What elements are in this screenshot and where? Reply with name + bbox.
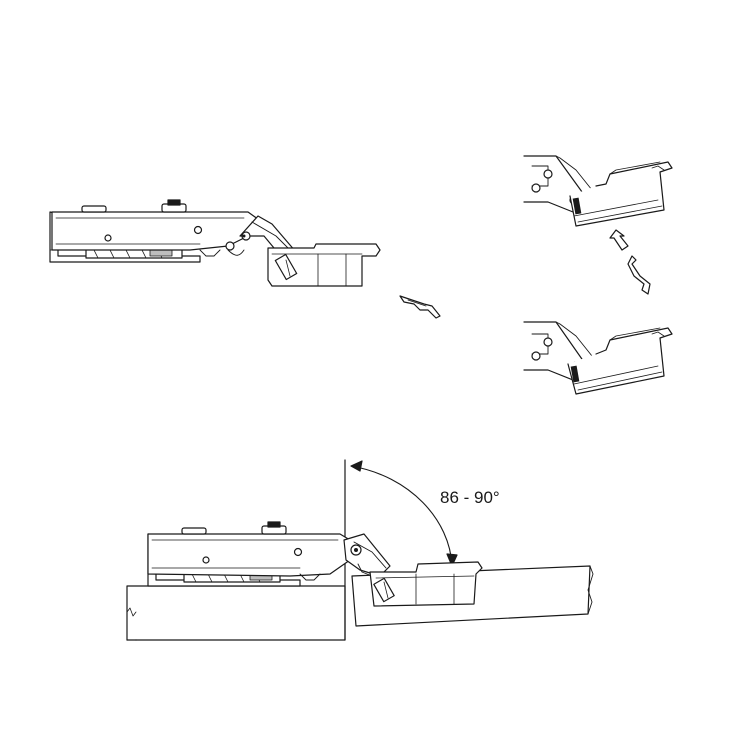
release-clip <box>399 295 441 319</box>
angle-label: 86 - 90° <box>440 488 500 507</box>
hinge-arm <box>51 199 263 257</box>
hinge-assembly-installed <box>147 521 483 607</box>
hinge-assembly-top <box>49 199 381 287</box>
hinge-arm-installed <box>147 521 351 581</box>
release-clip-detail <box>627 255 651 295</box>
hinge-cup <box>267 243 381 287</box>
hinge-linkage-installed <box>343 533 391 577</box>
insert-arrow <box>609 229 629 251</box>
angle-indicator: 86 - 90° <box>350 460 500 567</box>
detail-view-upper <box>523 155 673 227</box>
hinge-cup-installed <box>369 561 483 607</box>
cabinet-side-panel <box>126 585 346 641</box>
detail-view-lower <box>523 321 673 395</box>
